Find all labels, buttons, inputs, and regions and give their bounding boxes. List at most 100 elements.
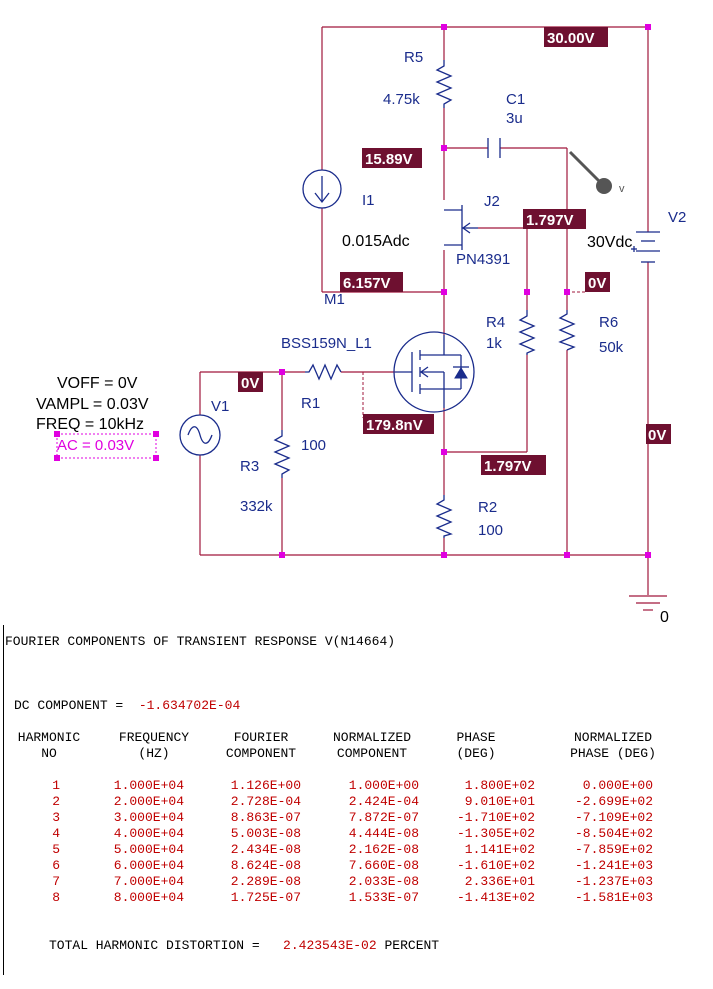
table-cell: 5 bbox=[52, 842, 60, 857]
v1-ac-selection[interactable] bbox=[54, 431, 159, 461]
table-cell: 9.010E+01 bbox=[464, 794, 535, 809]
j2-name: J2 bbox=[484, 193, 500, 210]
table-cell: 2.033E-08 bbox=[348, 874, 419, 889]
table-cell: 1.800E+02 bbox=[464, 778, 535, 793]
table-cell: 2 bbox=[52, 794, 60, 809]
table-cell: -1.237E+03 bbox=[574, 874, 653, 889]
svg-text:30.00V: 30.00V bbox=[547, 30, 595, 47]
table-cell: -2.699E+02 bbox=[574, 794, 653, 809]
dc-component-line: DC COMPONENT = -1.634702E-04 bbox=[14, 698, 240, 713]
table-cell: 7.872E-07 bbox=[348, 810, 419, 825]
table-cell: -1.710E+02 bbox=[456, 810, 535, 825]
v1-freq: FREQ = 10kHz bbox=[36, 416, 144, 433]
report-title: FOURIER COMPONENTS OF TRANSIENT RESPONSE… bbox=[5, 634, 396, 649]
table-cell: 8.000E+04 bbox=[113, 890, 184, 905]
thd-unit: PERCENT bbox=[384, 938, 440, 953]
i1-current-source[interactable] bbox=[302, 169, 342, 209]
table-cell: 2.336E+01 bbox=[464, 874, 535, 889]
r4-resistor[interactable] bbox=[518, 310, 536, 355]
r3-name: R3 bbox=[240, 458, 259, 475]
r4-value: 1k bbox=[486, 335, 502, 352]
r2-resistor[interactable] bbox=[435, 495, 453, 538]
header-frequency: FREQUENCY(HZ) bbox=[118, 730, 190, 761]
m1-mosfet[interactable] bbox=[393, 331, 475, 413]
c1-value: 3u bbox=[506, 110, 523, 127]
table-cell: 3.000E+04 bbox=[113, 810, 184, 825]
m1-model: BSS159N_L1 bbox=[281, 335, 372, 352]
circuit-schematic: R5 4.75k C1 3u I1 0.015Adc J2 PN4391 v V… bbox=[36, 24, 686, 625]
marker-6-157v[interactable]: 6.157V bbox=[340, 272, 403, 292]
m1-name: M1 bbox=[324, 291, 345, 308]
table-cell: 4.444E-08 bbox=[348, 826, 419, 841]
marker-0v-right[interactable]: 0V bbox=[646, 424, 671, 444]
table-cell: 1.141E+02 bbox=[464, 842, 535, 857]
marker-30v[interactable]: 30.00V bbox=[544, 27, 608, 47]
r1-value: 100 bbox=[301, 437, 326, 454]
svg-text:0V: 0V bbox=[648, 427, 666, 444]
i1-name: I1 bbox=[362, 192, 375, 209]
table-cell: -1.413E+02 bbox=[456, 890, 535, 905]
header-phase: PHASE(DEG) bbox=[456, 730, 496, 761]
table-cell: -8.504E+02 bbox=[574, 826, 653, 841]
c1-capacitor[interactable] bbox=[487, 138, 501, 158]
r1-resistor[interactable] bbox=[305, 363, 342, 381]
ground-symbol bbox=[629, 595, 667, 611]
v2-name: V2 bbox=[668, 209, 686, 226]
r3-value: 332k bbox=[240, 498, 273, 515]
marker-0v-input[interactable]: 0V bbox=[238, 372, 263, 392]
r6-name: R6 bbox=[599, 314, 618, 331]
dc-component-value: -1.634702E-04 bbox=[138, 698, 241, 713]
table-cell: 2.424E-04 bbox=[348, 794, 419, 809]
marker-0v-r6[interactable]: 0V bbox=[585, 272, 610, 292]
table-cell: 0.000E+00 bbox=[582, 778, 653, 793]
v1-vampl: VAMPL = 0.03V bbox=[36, 396, 149, 413]
thd-line: TOTAL HARMONIC DISTORTION = 2.423543E-02… bbox=[49, 938, 439, 953]
r6-resistor[interactable] bbox=[558, 310, 576, 351]
table-cell: -7.859E+02 bbox=[574, 842, 653, 857]
r5-resistor[interactable] bbox=[435, 60, 453, 108]
r5-value: 4.75k bbox=[383, 91, 420, 108]
v1-sine-source[interactable] bbox=[179, 414, 221, 456]
svg-text:1.797V: 1.797V bbox=[526, 212, 574, 229]
voltage-probe-icon[interactable] bbox=[568, 150, 612, 194]
table-cell: 2.162E-08 bbox=[348, 842, 419, 857]
r3-resistor[interactable] bbox=[273, 430, 291, 478]
marker-15-89v[interactable]: 15.89V bbox=[362, 148, 422, 168]
table-cell: 5.000E+04 bbox=[113, 842, 184, 857]
r2-name: R2 bbox=[478, 499, 497, 516]
table-cell: 1 bbox=[52, 778, 60, 793]
table-cell: -1.610E+02 bbox=[456, 858, 535, 873]
marker-1-797v-bottom[interactable]: 1.797V bbox=[481, 455, 546, 475]
table-cell: 2.289E-08 bbox=[230, 874, 301, 889]
table-cell: -7.109E+02 bbox=[574, 810, 653, 825]
v2-dc-source[interactable] bbox=[631, 231, 660, 263]
i1-value: 0.015Adc bbox=[342, 233, 410, 250]
table-cell: 1.533E-07 bbox=[348, 890, 419, 905]
dc-component-label: DC COMPONENT = bbox=[14, 698, 124, 713]
v1-voff: VOFF = 0V bbox=[57, 375, 138, 392]
v1-ac: AC = 0.03V bbox=[57, 437, 134, 454]
table-cell: 8.863E-07 bbox=[230, 810, 301, 825]
marker-179-8nv[interactable]: 179.8nV bbox=[363, 414, 434, 434]
svg-text:0V: 0V bbox=[588, 275, 606, 292]
table-cell: 2.434E-08 bbox=[230, 842, 301, 857]
r2-value: 100 bbox=[478, 522, 503, 539]
table-cell: 2.728E-04 bbox=[230, 794, 301, 809]
j2-model: PN4391 bbox=[456, 251, 510, 268]
report-left-border bbox=[3, 625, 4, 975]
thd-label: TOTAL HARMONIC DISTORTION = bbox=[49, 938, 260, 953]
table-cell: 6.000E+04 bbox=[113, 858, 184, 873]
marker-1-797v-top[interactable]: 1.797V bbox=[523, 209, 586, 229]
r4-name: R4 bbox=[486, 314, 505, 331]
table-cell: 7 bbox=[52, 874, 60, 889]
svg-text:0V: 0V bbox=[241, 375, 259, 392]
j2-jfet[interactable] bbox=[444, 205, 478, 250]
thd-value: 2.423543E-02 bbox=[283, 938, 377, 953]
probe-label: v bbox=[619, 183, 625, 195]
svg-text:1.797V: 1.797V bbox=[484, 458, 532, 475]
table-cell: 4 bbox=[52, 826, 60, 841]
